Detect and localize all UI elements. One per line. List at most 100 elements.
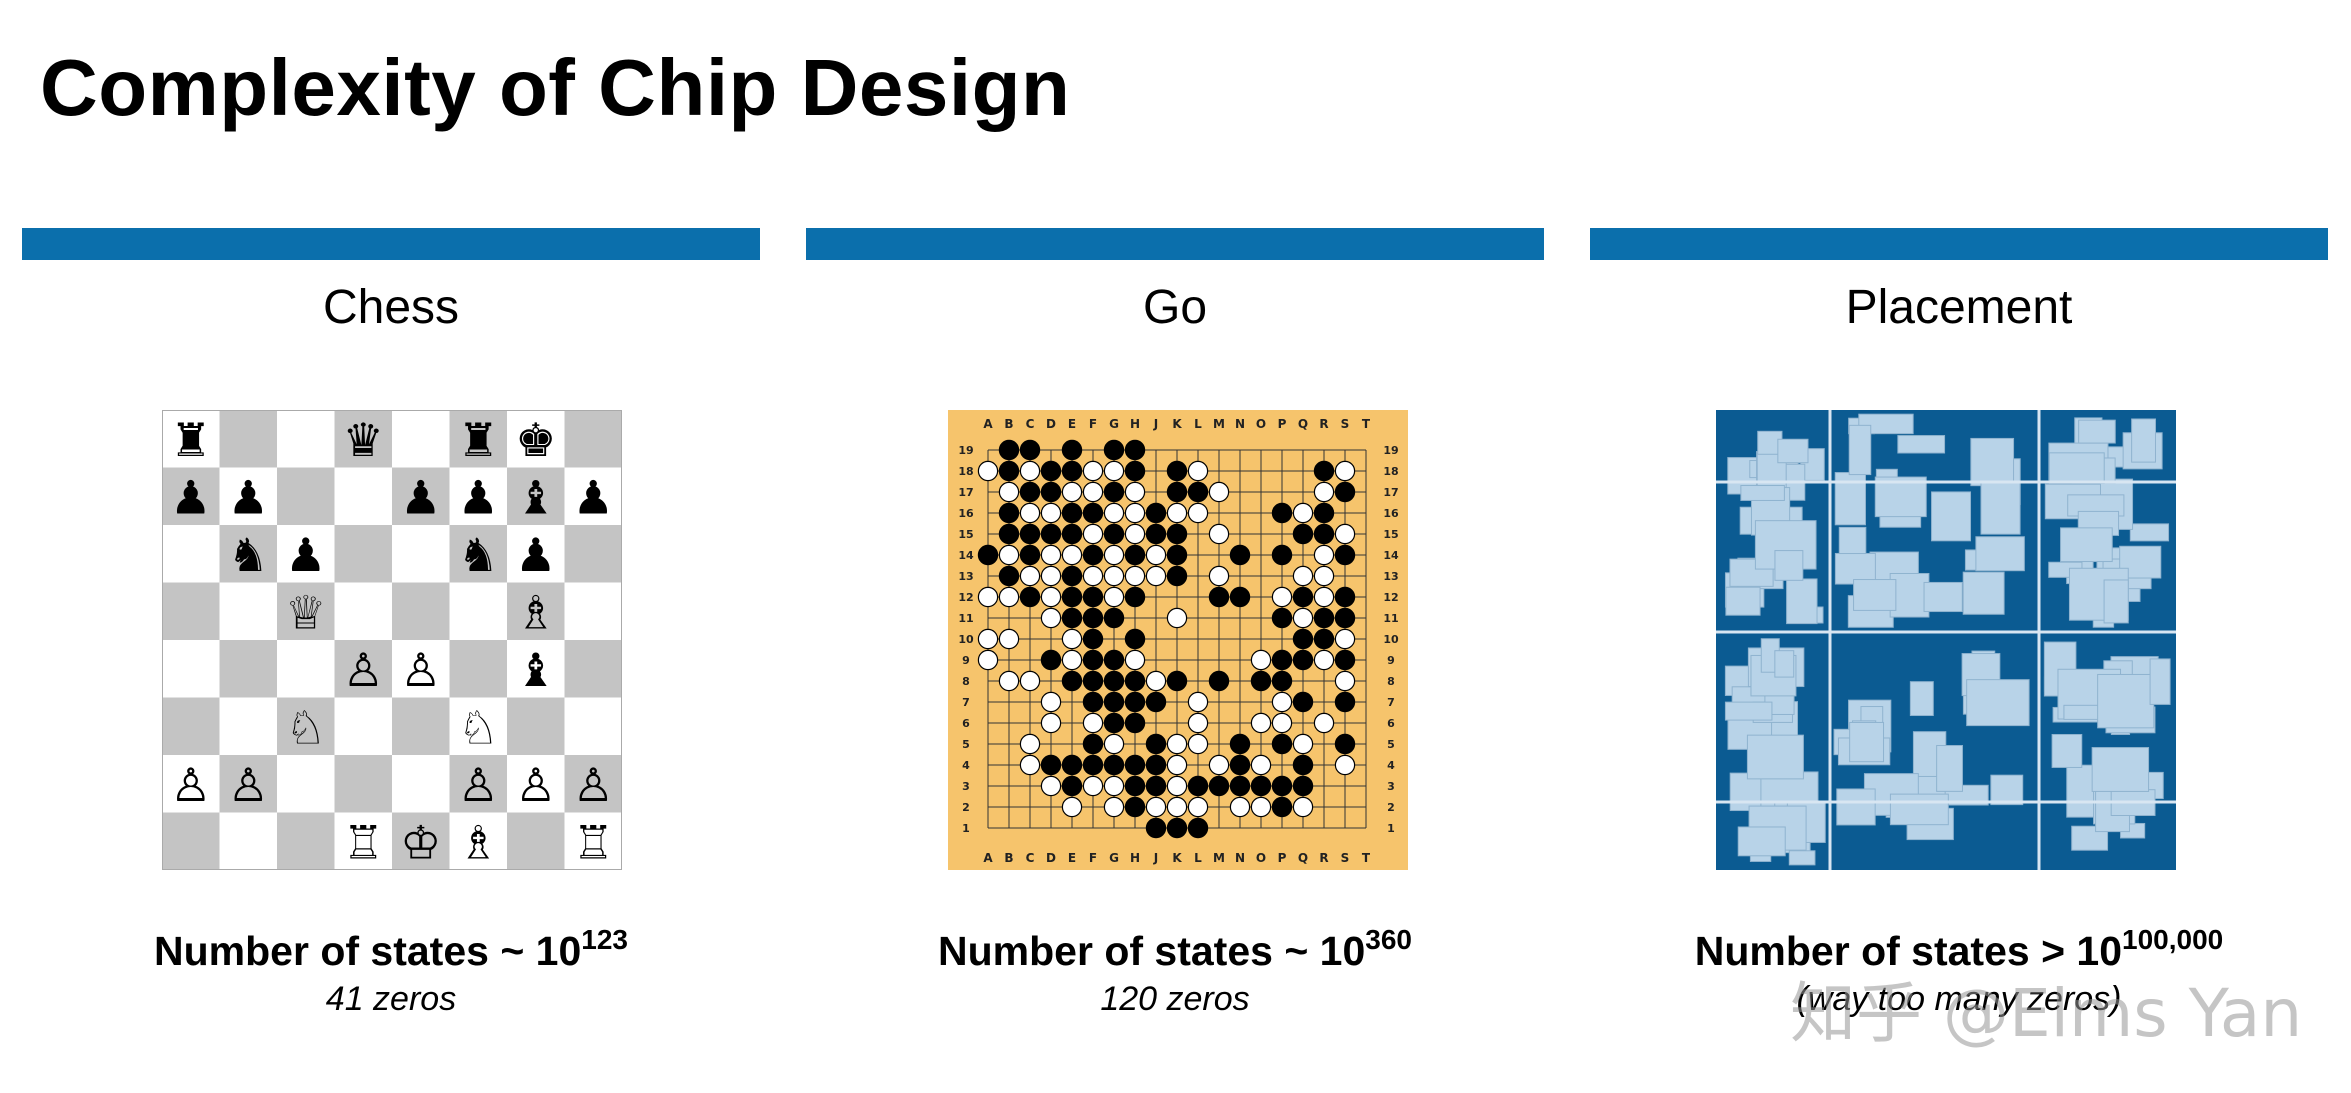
- go-row-label: 11: [958, 612, 973, 625]
- chess-square: [449, 755, 507, 813]
- black-stone: [1292, 586, 1314, 608]
- white-stone: [998, 544, 1020, 566]
- black-stone: [1103, 691, 1125, 713]
- white-stone: [1334, 670, 1356, 692]
- chess-piece: ♜: [458, 413, 499, 467]
- white-stone: [1103, 586, 1125, 608]
- chess-square: [507, 410, 565, 468]
- go-column-label: Q: [1298, 851, 1308, 865]
- go-row-label: 16: [1383, 507, 1399, 520]
- chess-square: [219, 755, 277, 813]
- white-stone: [1292, 565, 1314, 587]
- chess-square: [162, 640, 220, 698]
- chess-square: [334, 410, 392, 468]
- white-stone: [1082, 523, 1104, 545]
- placed-macro-block: [2051, 733, 2083, 768]
- chess-piece: ♙: [573, 758, 614, 812]
- white-stone: [1334, 523, 1356, 545]
- chess-column: Chess ♜♛♜♚♟♟♟♟♝♟♞♟♞♟♕♗♙♙♝♘♘♙♙♙♙♙♖♔♗♖ Num…: [22, 228, 760, 1018]
- chess-square: [162, 812, 220, 870]
- white-stone: [1187, 796, 1209, 818]
- go-row-label: 18: [1383, 465, 1398, 478]
- black-stone: [1082, 502, 1104, 524]
- go-column-label: G: [1109, 851, 1119, 865]
- placed-macro-block: [2149, 658, 2171, 705]
- chess-square: [219, 410, 277, 468]
- section-bar: [22, 228, 760, 260]
- white-stone: [1334, 754, 1356, 776]
- chess-square: [507, 525, 565, 583]
- white-stone: [1292, 796, 1314, 818]
- white-stone: [1334, 460, 1356, 482]
- black-stone: [1061, 775, 1083, 797]
- chess-piece: ♟: [400, 471, 441, 525]
- states-prefix: Number of states > 10: [1694, 928, 2123, 974]
- white-stone: [977, 586, 999, 608]
- placed-macro-block: [1936, 745, 1963, 792]
- white-stone: [1334, 628, 1356, 650]
- chess-square: [564, 812, 622, 870]
- states-count: Number of states ~ 10360: [806, 924, 1544, 975]
- black-stone: [1313, 460, 1335, 482]
- white-stone: [1208, 754, 1230, 776]
- white-stone: [1040, 607, 1062, 629]
- chess-piece: ♗: [458, 816, 499, 870]
- black-stone: [1061, 439, 1083, 461]
- black-stone: [1166, 523, 1188, 545]
- white-stone: [1229, 796, 1251, 818]
- go-column-label: L: [1194, 417, 1202, 431]
- go-column-label: S: [1341, 851, 1350, 865]
- chess-piece: ♘: [285, 701, 326, 755]
- go-row-label: 15: [958, 528, 973, 541]
- placed-macro-block: [1834, 552, 1876, 585]
- go-column-label: N: [1235, 417, 1245, 431]
- black-stone: [1271, 502, 1293, 524]
- black-stone: [998, 565, 1020, 587]
- chess-piece: ♞: [228, 528, 269, 582]
- white-stone: [1040, 544, 1062, 566]
- chess-square: [564, 467, 622, 525]
- chess-square: [277, 697, 335, 755]
- white-stone: [1145, 544, 1167, 566]
- go-column-label: F: [1089, 417, 1097, 431]
- black-stone: [1208, 586, 1230, 608]
- go-column-label: F: [1089, 851, 1097, 865]
- black-stone: [977, 544, 999, 566]
- black-stone: [1187, 481, 1209, 503]
- go-column-label: M: [1213, 417, 1225, 431]
- placed-macro-block: [1853, 579, 1897, 611]
- go-column-label: D: [1046, 851, 1056, 865]
- white-stone: [1271, 691, 1293, 713]
- black-stone: [1166, 460, 1188, 482]
- chess-piece: ♙: [400, 643, 441, 697]
- black-stone: [1103, 607, 1125, 629]
- go-column-label: L: [1194, 851, 1202, 865]
- white-stone: [1292, 607, 1314, 629]
- black-stone: [1124, 691, 1146, 713]
- black-stone: [1292, 691, 1314, 713]
- black-stone: [1229, 544, 1251, 566]
- black-stone: [1124, 439, 1146, 461]
- chess-square: [219, 697, 277, 755]
- white-stone: [1019, 502, 1041, 524]
- white-stone: [1103, 733, 1125, 755]
- black-stone: [1145, 523, 1167, 545]
- black-stone: [1082, 691, 1104, 713]
- white-stone: [1166, 607, 1188, 629]
- watermark-text: 知乎 @Elms Yan: [1790, 975, 2303, 1052]
- go-column-label: J: [1153, 417, 1158, 431]
- black-stone: [1061, 586, 1083, 608]
- go-row-label: 8: [962, 675, 970, 688]
- white-stone: [1166, 733, 1188, 755]
- white-stone: [1145, 670, 1167, 692]
- go-column-label: P: [1278, 851, 1287, 865]
- white-stone: [1082, 712, 1104, 734]
- white-stone: [1208, 523, 1230, 545]
- go-column-label: S: [1341, 417, 1350, 431]
- go-row-label: 13: [1383, 570, 1398, 583]
- white-stone: [977, 649, 999, 671]
- chess-square: [392, 467, 450, 525]
- go-column-label: A: [983, 417, 993, 431]
- white-stone: [1187, 733, 1209, 755]
- white-stone: [1040, 565, 1062, 587]
